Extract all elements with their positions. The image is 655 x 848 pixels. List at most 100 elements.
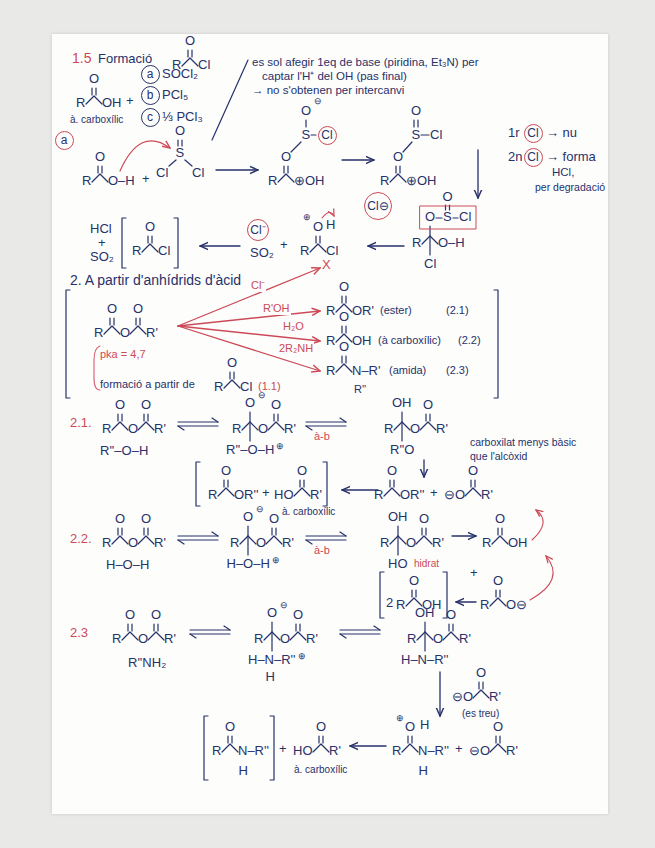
handwritten-label: O: [433, 632, 443, 647]
bond-line: [266, 536, 282, 544]
handwritten-label: N–R'': [418, 744, 449, 759]
handwritten-label: R: [407, 632, 416, 647]
bond-line: [148, 632, 164, 640]
bond-line: [295, 624, 296, 631]
handwritten-label: H: [420, 718, 429, 733]
bond-line: [187, 50, 188, 57]
handwritten-label: ⊕OH: [294, 174, 325, 189]
handwritten-label: S: [412, 128, 421, 143]
handwritten-label: H–N–R'': [401, 653, 449, 668]
bond-line: [92, 174, 108, 182]
circled-label: Cl: [524, 124, 543, 143]
handwritten-label: R': [459, 632, 471, 647]
bond-line: [417, 120, 418, 127]
handwritten-label: 2. A partir d'anhídrids d'àcid: [70, 272, 241, 288]
handwritten-label: H: [326, 218, 335, 233]
handwritten-label: R: [480, 598, 489, 613]
bond-line: [397, 536, 398, 555]
bond-line: [413, 120, 414, 127]
handwritten-label: R: [102, 536, 111, 551]
handwritten-label: S: [176, 146, 185, 161]
bond-line: [290, 632, 306, 640]
handwritten-label: O: [141, 398, 151, 413]
handwritten-label: O: [293, 608, 303, 623]
handwritten-label: ⊖: [280, 600, 288, 610]
handwritten-label: R': [164, 632, 176, 647]
handwritten-label: R: [208, 488, 217, 503]
handwritten-label: ⊕: [298, 651, 306, 661]
equilibrium-arrow: [178, 540, 184, 544]
handwritten-label: O: [95, 150, 105, 165]
handwritten-label: R''–O–H: [100, 444, 148, 459]
bond-line: [233, 372, 234, 379]
bond-line: [415, 590, 416, 597]
handwritten-label: O: [280, 632, 290, 647]
handwritten-label: 2: [386, 596, 393, 611]
bond-line: [393, 480, 394, 487]
handwritten-label: 2.2.: [70, 532, 92, 547]
handwritten-label: HCl: [90, 222, 112, 237]
handwritten-label: R': [506, 744, 518, 759]
circled-text: Cl: [321, 129, 332, 141]
bond-line: [271, 622, 272, 632]
handwritten-label: R''NH₂: [128, 656, 166, 671]
handwritten-label: O: [313, 220, 323, 235]
bond-line: [478, 682, 479, 689]
handwritten-label: ⅓ PCl₃: [162, 110, 203, 125]
bond-line: [109, 318, 110, 325]
handwritten-label: O: [423, 398, 433, 413]
handwritten-label: R': [329, 744, 341, 759]
handwritten-label: Cl: [156, 166, 168, 181]
handwritten-label: O: [419, 512, 429, 527]
handwritten-label: R: [212, 744, 221, 759]
reaction-arrow: [456, 601, 476, 602]
equilibrium-arrow: [306, 540, 312, 544]
handwritten-label: R: [214, 380, 223, 395]
handwritten-label: O: [225, 720, 235, 735]
bond-line: [420, 422, 436, 430]
handwritten-label: Cl: [424, 257, 436, 272]
handwritten-label: Cl: [430, 128, 442, 143]
bond-line: [473, 690, 489, 698]
handwritten-label: O: [339, 310, 349, 325]
handwritten-label: H–O–H: [227, 557, 270, 572]
bond-line: [138, 536, 154, 544]
handwritten-label: H–O–H: [106, 558, 149, 573]
handwritten-label: R: [380, 174, 389, 189]
handwritten-label: R: [268, 174, 277, 189]
bond-line: [247, 526, 248, 536]
handwritten-label: R: [230, 536, 239, 551]
handwritten-label: O: [393, 150, 403, 165]
handwritten-label: +: [279, 742, 287, 757]
bond-line: [112, 422, 128, 430]
bond-line: [147, 236, 148, 243]
bond-line: [416, 536, 432, 544]
handwritten-label: R: [94, 326, 103, 341]
handwritten-label: O: [297, 464, 307, 479]
bond-line: [271, 528, 272, 535]
equilibrium-arrow: [178, 426, 184, 430]
bond-line: [227, 736, 228, 743]
handwritten-label: OH: [352, 334, 372, 349]
bond-line: [401, 412, 402, 422]
handwritten-label: R: [392, 744, 401, 759]
handwritten-label: pka = 4,7: [100, 348, 146, 361]
bond-line: [191, 50, 192, 57]
bond-line: [86, 96, 102, 104]
circled-text: Cl: [527, 127, 538, 139]
bond-line: [474, 480, 475, 487]
handwritten-label: O: [406, 536, 416, 551]
bond-line: [153, 624, 154, 631]
bracket: [204, 716, 208, 780]
handwritten-label: O: [495, 512, 505, 527]
handwritten-label: H: [419, 764, 428, 779]
bond-line: [121, 528, 122, 535]
handwritten-label: H–N–R'': [248, 653, 296, 668]
handwritten-label: R: [82, 174, 91, 189]
handwritten-label: PCl₅: [162, 88, 188, 103]
equilibrium-arrow: [212, 532, 218, 536]
handwritten-label: O: [476, 666, 486, 681]
bond-line: [229, 372, 230, 379]
handwritten-label: Cl: [192, 166, 204, 181]
